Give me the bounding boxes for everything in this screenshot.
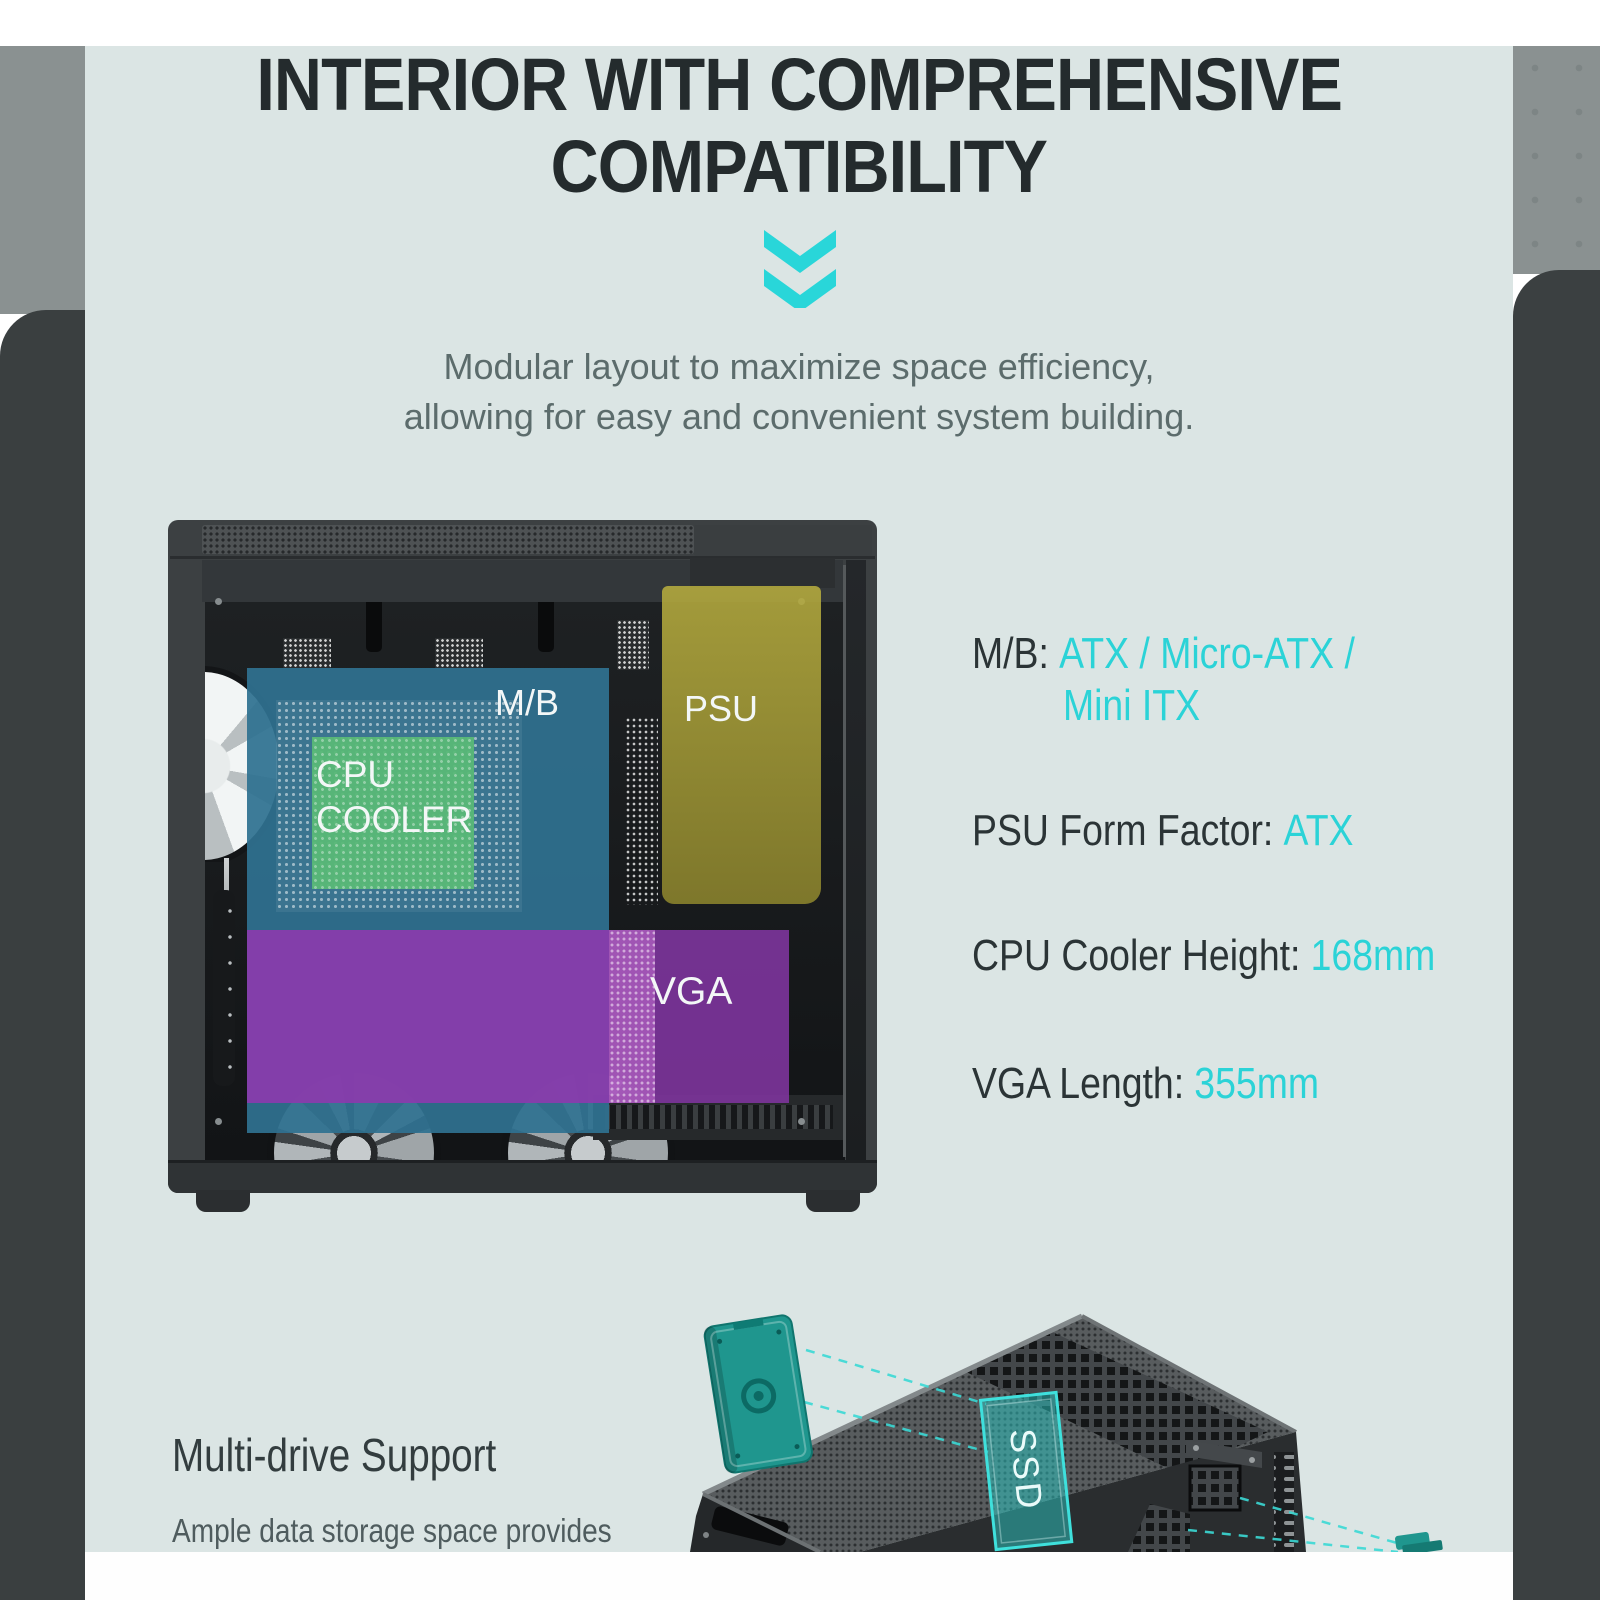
left-background-strip xyxy=(0,46,85,314)
glass-edge xyxy=(843,565,846,1157)
right-dark-panel xyxy=(1513,270,1600,1600)
left-dark-panel xyxy=(0,310,85,1600)
spec-value: ATX xyxy=(1283,806,1354,855)
subtitle: Modular layout to maximize space efficie… xyxy=(85,342,1513,442)
case-foot xyxy=(806,1190,860,1212)
glass-panel xyxy=(846,560,866,1160)
spec-vga-length: VGA Length:355mm xyxy=(972,1058,1319,1110)
right-background-strip xyxy=(1513,46,1600,274)
hdd-drive xyxy=(703,1314,813,1474)
cpu-cooler-zone-overlay xyxy=(312,737,474,889)
spec-psu-form-factor: PSU Form Factor:ATX xyxy=(972,805,1353,857)
psu-bracket xyxy=(690,558,835,588)
case-foot xyxy=(196,1190,250,1212)
mount-bracket xyxy=(1186,1440,1262,1468)
drive-bracket xyxy=(1395,1531,1443,1556)
double-chevron-down-icon xyxy=(760,230,840,313)
spec-label: PSU Form Factor: xyxy=(972,806,1274,855)
spec-label: CPU Cooler Height: xyxy=(972,931,1301,980)
screw-icon xyxy=(215,598,222,605)
page-title: INTERIOR WITH COMPREHENSIVE COMPATIBILIT… xyxy=(85,44,1513,208)
case-bottom-frame xyxy=(168,1160,877,1193)
vent-patch xyxy=(435,638,483,668)
ssd-plate-label: SSD xyxy=(1002,1427,1051,1514)
subtitle-line2: allowing for easy and convenient system … xyxy=(403,396,1195,437)
label-cpu-cooler: CPU COOLER xyxy=(316,752,472,842)
case-side-face xyxy=(860,1432,1306,1552)
spec-cpu-cooler-height: CPU Cooler Height:168mm xyxy=(972,930,1435,982)
page-title-line1: INTERIOR WITH COMPREHENSIVE xyxy=(256,43,1343,126)
psu-zone-overlay xyxy=(662,586,821,904)
vent-patch xyxy=(617,620,649,670)
label-vga: VGA xyxy=(650,970,733,1013)
case-top-cover xyxy=(694,525,872,556)
spec-motherboard: M/B:ATX / Micro-ATX / Mini ITX xyxy=(972,628,1355,732)
label-cpu-line1: CPU xyxy=(316,754,395,795)
mount-guide-lines xyxy=(803,1348,1405,1554)
side-vent xyxy=(1128,1504,1190,1552)
spec-value: 168mm xyxy=(1310,931,1436,980)
bottom-white-band xyxy=(85,1552,1513,1600)
case-seam xyxy=(170,556,875,559)
vent-patch xyxy=(283,638,331,668)
drive-bay-window xyxy=(1188,1464,1242,1512)
label-mb: M/B xyxy=(495,682,560,723)
spec-value: ATX / Micro-ATX / xyxy=(1059,629,1355,678)
front-bay-slot xyxy=(711,1506,789,1546)
screw-icon xyxy=(215,1118,222,1125)
page-title-line2: COMPATIBILITY xyxy=(550,125,1048,208)
vga-zone-bright-column xyxy=(609,930,655,1103)
vga-zone-overlay xyxy=(247,930,789,1103)
pci-mesh-column xyxy=(625,717,658,905)
spec-value-line2: Mini ITX xyxy=(1062,681,1201,730)
multi-drive-photo: SSD xyxy=(600,1262,1515,1556)
label-cpu-line2: COOLER xyxy=(316,799,473,840)
spec-label: M/B: xyxy=(972,629,1049,678)
section-paragraph: Ample data storage space provides xyxy=(172,1512,612,1549)
spec-value: 355mm xyxy=(1194,1059,1320,1108)
front-rail xyxy=(213,890,235,1086)
case-top-mesh xyxy=(202,525,694,554)
cable-tab xyxy=(366,602,382,652)
psu-shelf-vents xyxy=(605,1105,833,1129)
cable-tab xyxy=(538,602,554,652)
vga-zone-dark-part xyxy=(655,930,789,1103)
spec-label: VGA Length: xyxy=(972,1059,1185,1108)
label-psu: PSU xyxy=(684,688,759,729)
subtitle-line1: Modular layout to maximize space efficie… xyxy=(443,346,1155,387)
section-heading: Multi-drive Support xyxy=(172,1429,497,1481)
screw-icon xyxy=(798,1118,805,1125)
ssd-plate: SSD xyxy=(978,1390,1074,1552)
case-rear-vent-grid xyxy=(962,1330,1268,1474)
slot-cover-column xyxy=(1274,1452,1294,1552)
